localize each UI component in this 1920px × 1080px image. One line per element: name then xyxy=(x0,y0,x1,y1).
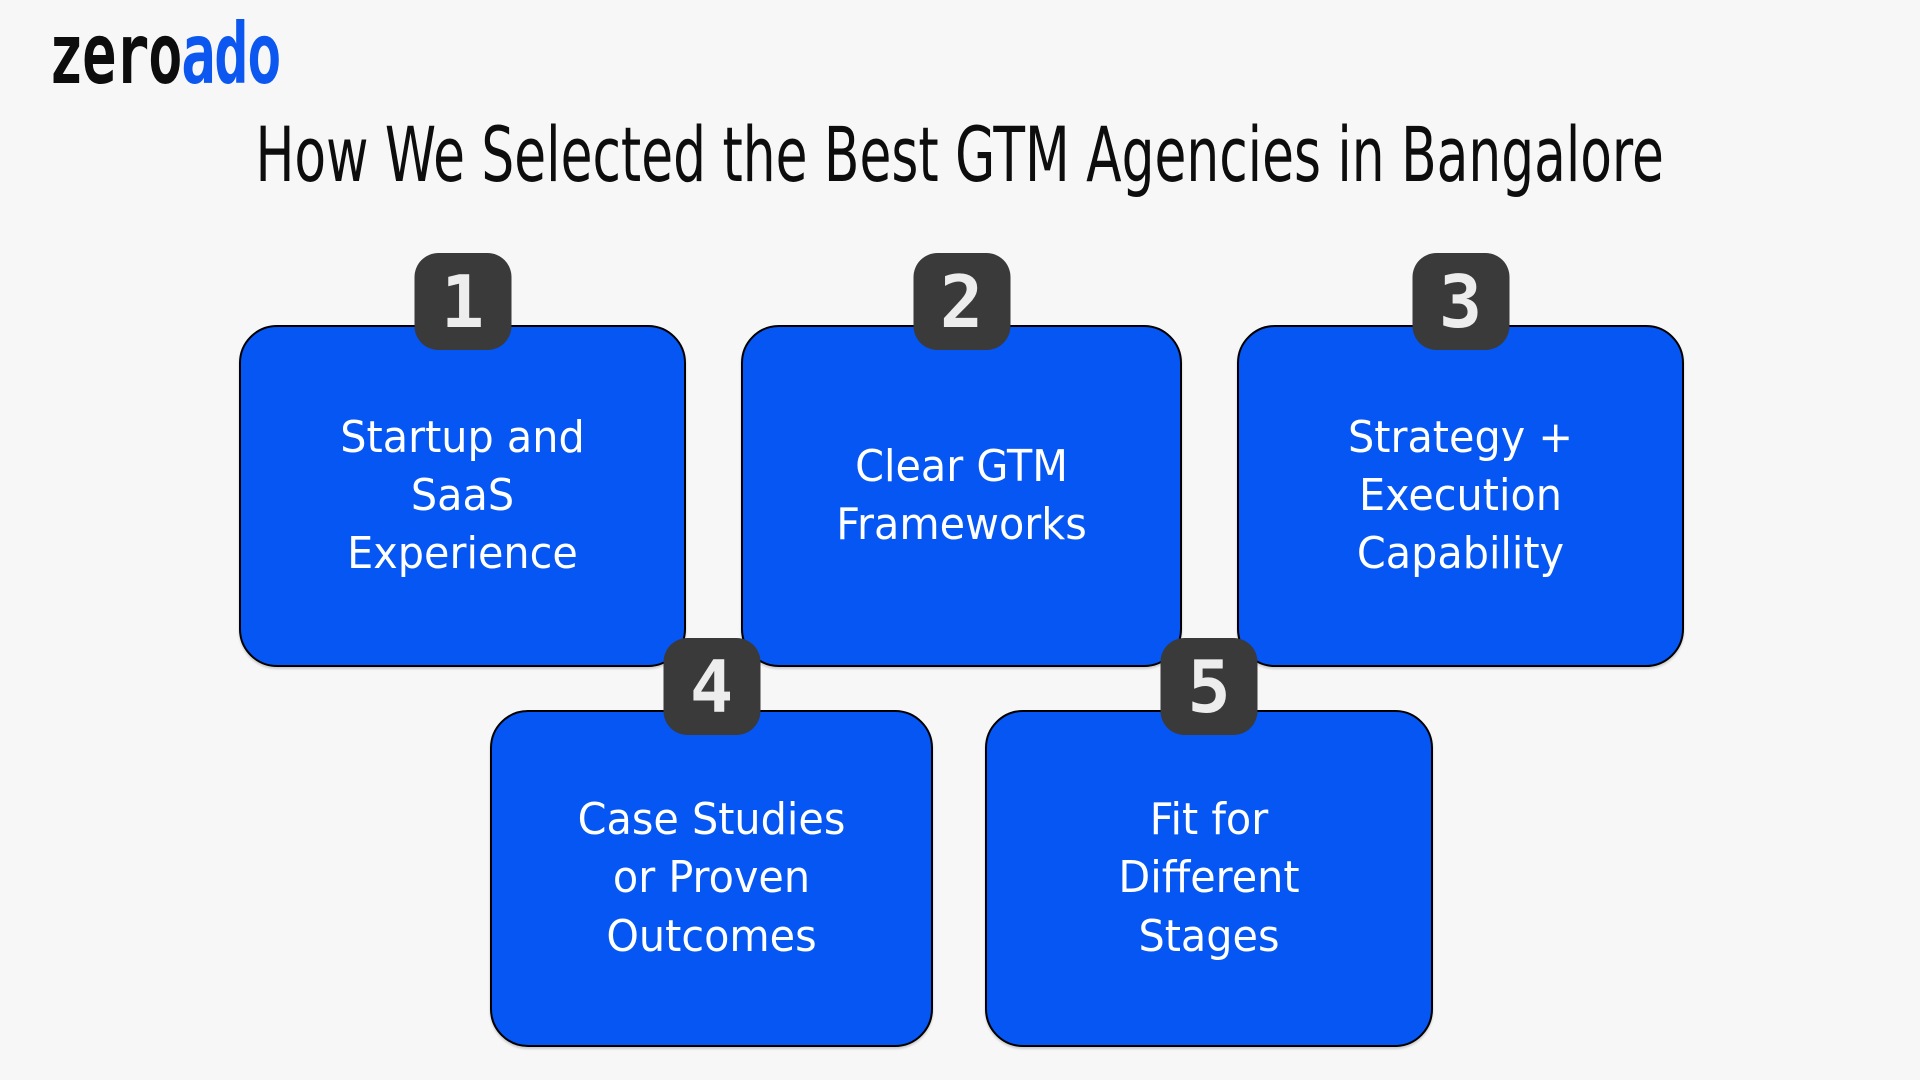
title-row: How We Selected the Best GTM Agencies in… xyxy=(0,112,1920,198)
card-number-badge: 1 xyxy=(414,253,511,350)
card-label: Clear GTM Frameworks xyxy=(836,440,1087,550)
card-label: Strategy + Execution Capability xyxy=(1347,411,1574,580)
card-number-badge: 2 xyxy=(913,253,1010,350)
card-number-badge: 4 xyxy=(663,638,760,735)
page-title: How We Selected the Best GTM Agencies in… xyxy=(255,110,1665,200)
card-number: 5 xyxy=(1187,644,1231,729)
brand-logo-accent: ado xyxy=(181,5,281,103)
card-label: Startup and SaaS Experience xyxy=(340,411,585,580)
card-number-badge: 3 xyxy=(1412,253,1509,350)
card-label: Case Studies or Proven Outcomes xyxy=(577,794,846,962)
brand-logo-black: zero xyxy=(49,5,182,103)
card-number: 2 xyxy=(939,259,984,344)
card-number-badge: 5 xyxy=(1160,638,1258,735)
card-number: 1 xyxy=(440,259,485,344)
card-label: Fit for Different Stages xyxy=(1118,794,1300,962)
brand-logo: zeroado xyxy=(49,5,282,103)
card-number: 4 xyxy=(689,644,734,729)
card-number: 3 xyxy=(1438,259,1483,344)
